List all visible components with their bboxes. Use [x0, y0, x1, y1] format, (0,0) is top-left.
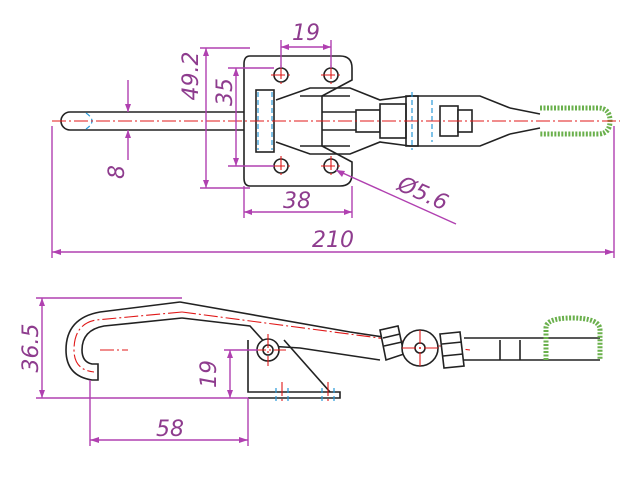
- side-view: 36.5 19 58: [19, 297, 603, 446]
- dim-pivot-height: 19: [197, 349, 258, 398]
- dim-overall-height: 49.2: [179, 47, 250, 189]
- side-base: [247, 334, 341, 404]
- dim-text-38: 38: [283, 189, 311, 214]
- dim-hole-spacing-y: 35: [213, 67, 274, 167]
- dim-overall-length: 210: [51, 126, 615, 258]
- dim-rod-diameter: 8: [105, 80, 131, 179]
- dim-text-35: 35: [213, 78, 238, 106]
- dim-text-49-2: 49.2: [179, 52, 204, 101]
- dim-hook-height: 36.5: [19, 297, 248, 399]
- dim-text-8: 8: [105, 165, 130, 179]
- dim-text-19: 19: [292, 21, 320, 46]
- j-hook: [65, 301, 183, 381]
- dim-text-58: 58: [156, 417, 184, 442]
- dim-hole-diameter: Ø5.6: [335, 169, 457, 225]
- dim-base-width: 38: [243, 186, 353, 218]
- top-view: 19 49.2 35 8 38 Ø5.6: [51, 21, 620, 258]
- side-handle-grip: [543, 315, 603, 360]
- dim-hole-spacing-x: 19: [280, 21, 332, 68]
- dim-hook-reach: 58: [89, 380, 249, 446]
- side-latch: [379, 325, 600, 369]
- dim-text-210: 210: [312, 228, 354, 253]
- dim-text-19-side: 19: [197, 360, 222, 388]
- dim-text-36-5: 36.5: [19, 324, 44, 373]
